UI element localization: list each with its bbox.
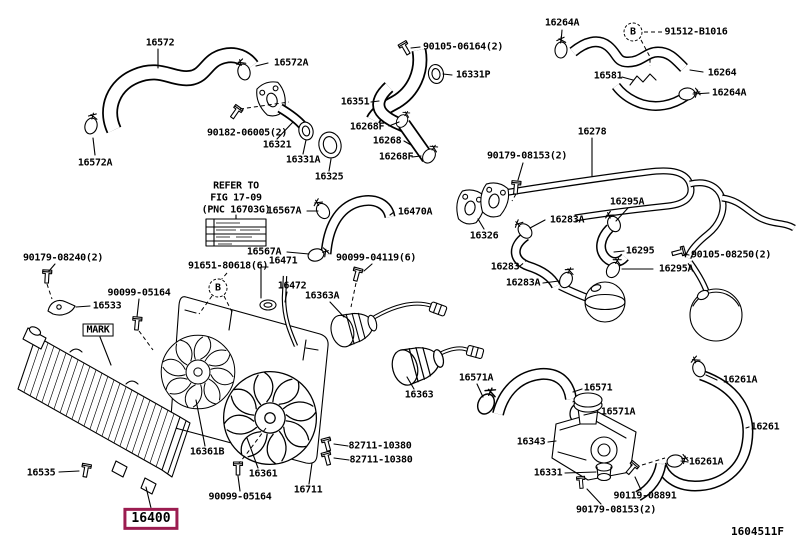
- fan-left-drawing: [161, 335, 235, 409]
- filler-neck-drawing: [473, 374, 640, 490]
- part-label-16283A[interactable]: 16283A: [505, 277, 541, 289]
- plug-icon: [131, 316, 143, 331]
- part-label-16264[interactable]: 16264: [707, 67, 737, 79]
- part-label-16268[interactable]: 16268: [372, 135, 402, 147]
- pipe-clip-icon: [629, 73, 657, 86]
- part-label-91512-B1016[interactable]: 91512-B1016: [664, 26, 728, 38]
- part-label-82711-10380[interactable]: 82711-10380: [349, 454, 413, 466]
- radiator-drawing: [17, 326, 191, 495]
- fastener-callout-B: B: [208, 278, 228, 298]
- part-label-90179-08153(2)[interactable]: 90179-08153(2): [486, 150, 568, 162]
- part-label-MARK: MARK: [82, 323, 114, 337]
- part-label-16533[interactable]: 16533: [92, 300, 122, 312]
- part-label-16711[interactable]: 16711: [293, 484, 323, 496]
- diagram-code: 1604511F: [731, 525, 784, 538]
- bypass-pipe-drawing: [452, 171, 794, 258]
- part-label-16363A[interactable]: 16363A: [304, 290, 340, 302]
- part-label-16472[interactable]: 16472: [277, 280, 307, 292]
- part-label-16261A[interactable]: 16261A: [688, 456, 724, 468]
- part-label-90119-08891[interactable]: 90119-08891: [613, 490, 677, 502]
- bolt-icon: [397, 40, 413, 57]
- part-label-16321[interactable]: 16321: [262, 139, 292, 151]
- part-label-16567A[interactable]: 16567A: [266, 205, 302, 217]
- leader-lines: [48, 29, 750, 509]
- part-label-16264A[interactable]: 16264A: [544, 17, 580, 29]
- bolt-icon: [320, 436, 334, 453]
- plug-icon: [232, 461, 244, 476]
- part-label-16470A[interactable]: 16470A: [397, 206, 433, 218]
- part-label-91651-80618(6)[interactable]: 91651-80618(6): [187, 260, 269, 272]
- bolt-icon: [41, 269, 53, 284]
- part-label-16361B[interactable]: 16361B: [189, 446, 225, 458]
- selected-part-label-16400[interactable]: 16400: [123, 507, 179, 531]
- part-label-16331[interactable]: 16331: [533, 467, 563, 479]
- part-label-16572[interactable]: 16572: [145, 37, 175, 49]
- bolt-icon: [227, 103, 244, 121]
- bypass-hoses-drawing: [511, 209, 743, 342]
- part-label-16295A[interactable]: 16295A: [609, 196, 645, 208]
- refer-note-line: REFER TO: [213, 180, 259, 192]
- part-label-16295[interactable]: 16295: [625, 245, 655, 257]
- water-outlet-pipe-drawing: [373, 40, 445, 120]
- part-label-16363[interactable]: 16363: [404, 389, 434, 401]
- part-label-16571[interactable]: 16571: [583, 382, 613, 394]
- part-label-90105-06164(2)[interactable]: 90105-06164(2): [422, 41, 504, 53]
- part-label-16268F[interactable]: 16268F: [349, 121, 385, 133]
- part-label-16571A[interactable]: 16571A: [600, 406, 636, 418]
- heater-hose-drawing: [553, 35, 702, 106]
- hose-clamp-icon: [511, 216, 536, 242]
- part-label-90099-05164[interactable]: 90099-05164: [208, 491, 272, 503]
- part-label-16581[interactable]: 16581: [593, 70, 623, 82]
- part-label-16268F[interactable]: 16268F: [378, 151, 414, 163]
- part-label-16571A[interactable]: 16571A: [458, 372, 494, 384]
- part-label-90105-08250(2)[interactable]: 90105-08250(2): [690, 249, 772, 261]
- part-label-90179-08153(2)[interactable]: 90179-08153(2): [575, 504, 657, 516]
- part-label-16471[interactable]: 16471: [268, 255, 298, 267]
- part-label-16326[interactable]: 16326: [469, 230, 499, 242]
- part-label-16331A[interactable]: 16331A: [285, 154, 321, 166]
- upper-radiator-hose-drawing: [82, 55, 252, 136]
- radiator-support-drawing: [41, 269, 143, 479]
- part-label-90099-04119(6)[interactable]: 90099-04119(6): [335, 252, 417, 264]
- part-label-16331P[interactable]: 16331P: [455, 69, 491, 81]
- part-label-16572A[interactable]: 16572A: [77, 157, 113, 169]
- part-label-16295A[interactable]: 16295A: [658, 263, 694, 275]
- connector-icon: [428, 301, 448, 317]
- connector-icon: [465, 344, 485, 360]
- water-inlet-drawing: [227, 78, 342, 159]
- part-label-16572A[interactable]: 16572A: [273, 57, 309, 69]
- bolt-icon: [320, 450, 334, 467]
- part-label-16351[interactable]: 16351: [340, 96, 370, 108]
- part-label-90099-05164[interactable]: 90099-05164: [107, 287, 171, 299]
- screw-icon: [350, 266, 364, 283]
- part-label-16567A[interactable]: 16567A: [246, 246, 282, 258]
- bolt-icon: [670, 245, 687, 259]
- part-label-16261[interactable]: 16261: [750, 421, 780, 433]
- hose-clamp-icon: [82, 111, 101, 136]
- part-label-16283[interactable]: 16283: [490, 261, 520, 273]
- part-label-16261A[interactable]: 16261A: [722, 374, 758, 386]
- reserve-pipe-drawing: [259, 276, 296, 346]
- part-label-16325[interactable]: 16325: [314, 171, 344, 183]
- refer-note-line: FIG 17-09: [210, 192, 262, 204]
- part-label-90179-08240(2)[interactable]: 90179-08240(2): [22, 252, 104, 264]
- part-label-82711-10380[interactable]: 82711-10380: [348, 440, 412, 452]
- grommet-icon: [575, 475, 587, 490]
- part-label-16343[interactable]: 16343: [516, 436, 546, 448]
- part-label-16264A[interactable]: 16264A: [711, 87, 747, 99]
- part-label-16535[interactable]: 16535: [26, 467, 56, 479]
- caution-label-drawing: [205, 218, 267, 247]
- part-label-16278[interactable]: 16278: [577, 126, 607, 138]
- hose-clamp-icon: [665, 452, 690, 469]
- part-label-90182-06005(2)[interactable]: 90182-06005(2): [206, 127, 288, 139]
- fastener-callout-B: B: [623, 22, 643, 42]
- drain-plug-icon: [79, 462, 93, 479]
- part-label-16283A[interactable]: 16283A: [549, 214, 585, 226]
- dashed-reference-lines: [46, 31, 666, 466]
- refer-note-line: (PNC 16703G): [201, 204, 271, 216]
- hose-clamp-icon: [310, 196, 333, 222]
- part-label-16361[interactable]: 16361: [248, 468, 278, 480]
